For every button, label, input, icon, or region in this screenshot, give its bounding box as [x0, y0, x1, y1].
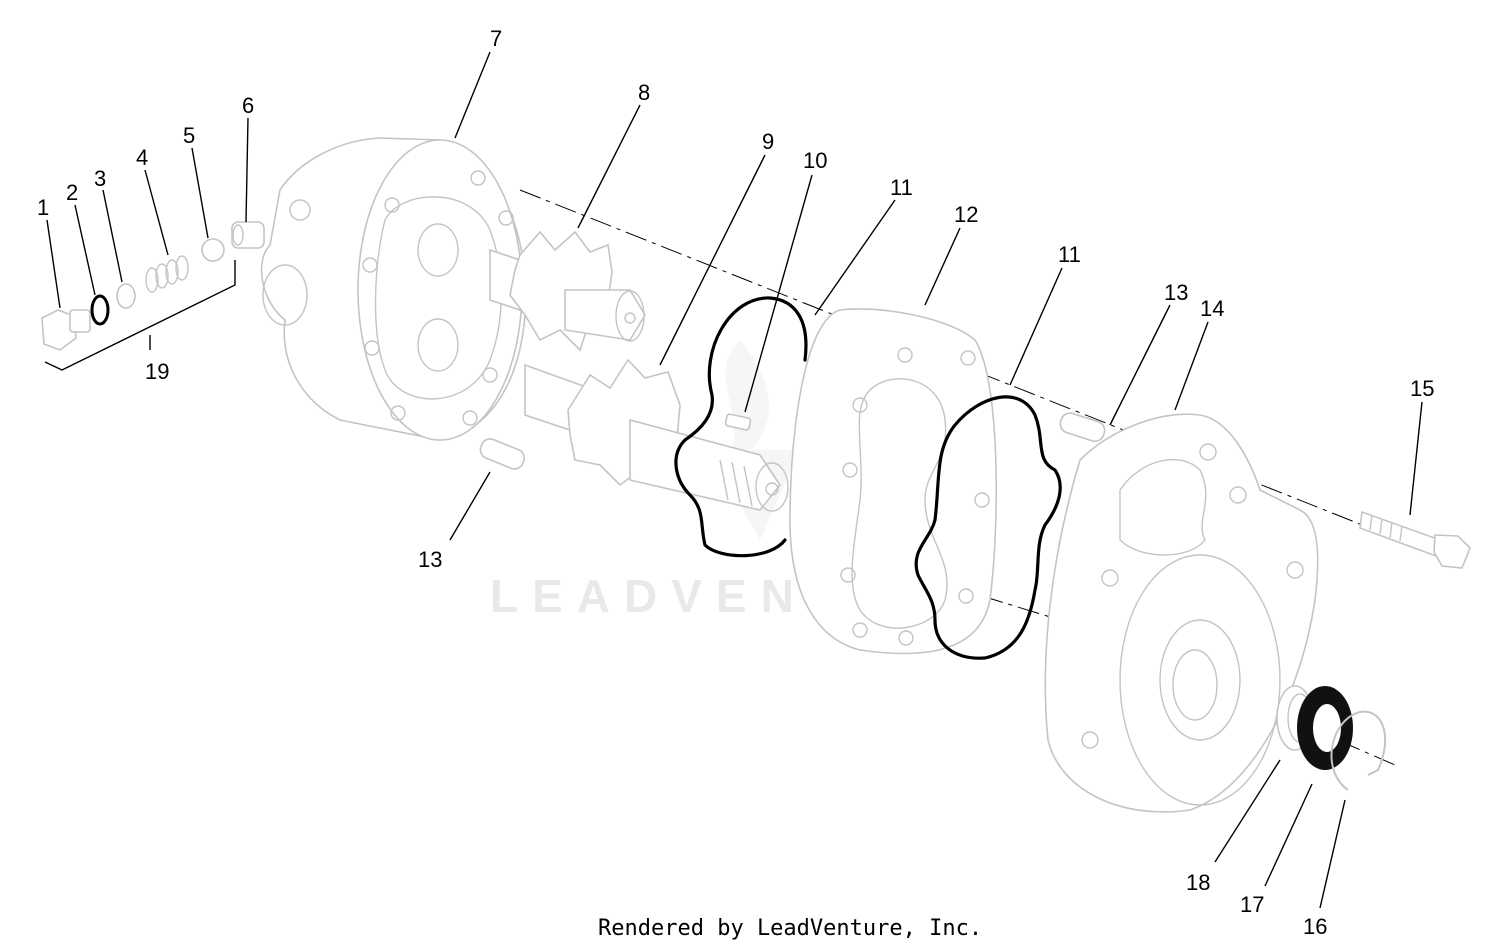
- part-14-rear-housing[interactable]: [1044, 413, 1319, 813]
- callout-11-left: 11: [890, 175, 913, 200]
- part-11-gasket-left[interactable]: [674, 296, 808, 558]
- part-6-valve-poppet[interactable]: [231, 221, 265, 249]
- callout-3: 3: [94, 166, 106, 191]
- part-15-bolt[interactable]: [1359, 510, 1471, 569]
- part-5-ball[interactable]: [201, 238, 225, 262]
- part-8-driven-gear[interactable]: [489, 230, 646, 352]
- part-12-gear-housing-plate[interactable]: [789, 308, 998, 655]
- callout-17: 17: [1240, 892, 1264, 917]
- callout-11-right: 11: [1058, 242, 1081, 267]
- kit-19-bracket: [44, 260, 236, 371]
- callout-19: 19: [145, 359, 169, 384]
- callout-16: 16: [1303, 914, 1327, 939]
- callout-4: 4: [136, 145, 148, 170]
- callout-2: 2: [66, 180, 78, 205]
- part-1-plug-bolt[interactable]: [41, 309, 91, 351]
- part-10-woodruff-key[interactable]: [724, 413, 752, 431]
- callout-7: 7: [490, 26, 502, 51]
- part-17-shaft-seal[interactable]: [1297, 686, 1353, 770]
- callout-13-left: 13: [418, 547, 442, 572]
- part-4-spring[interactable]: [145, 255, 189, 293]
- callout-18: 18: [1186, 870, 1210, 895]
- callout-6: 6: [242, 93, 254, 118]
- callout-9: 9: [762, 129, 774, 154]
- part-13-dowel-pin-right[interactable]: [1058, 411, 1107, 444]
- part-16-snap-ring[interactable]: [1330, 710, 1387, 791]
- callout-5: 5: [183, 123, 195, 148]
- part-7-front-housing[interactable]: [260, 137, 527, 441]
- part-2-o-ring[interactable]: [90, 294, 110, 326]
- callout-10: 10: [803, 148, 827, 173]
- callout-13-right: 13: [1164, 280, 1188, 305]
- callout-14: 14: [1200, 296, 1224, 321]
- render-credit: Rendered by LeadVenture, Inc.: [598, 916, 982, 941]
- callout-15: 15: [1410, 376, 1434, 401]
- part-11-gasket-right[interactable]: [914, 395, 1062, 660]
- part-3-washer[interactable]: [116, 283, 136, 309]
- part-9-drive-gear-shaft[interactable]: [524, 358, 789, 512]
- callout-8: 8: [638, 80, 650, 105]
- callout-1: 1: [37, 195, 49, 220]
- part-13-dowel-pin-left[interactable]: [478, 436, 527, 471]
- leader-lines: [46, 51, 1423, 909]
- watermark-flame-logo: [710, 340, 800, 540]
- callout-12: 12: [954, 202, 978, 227]
